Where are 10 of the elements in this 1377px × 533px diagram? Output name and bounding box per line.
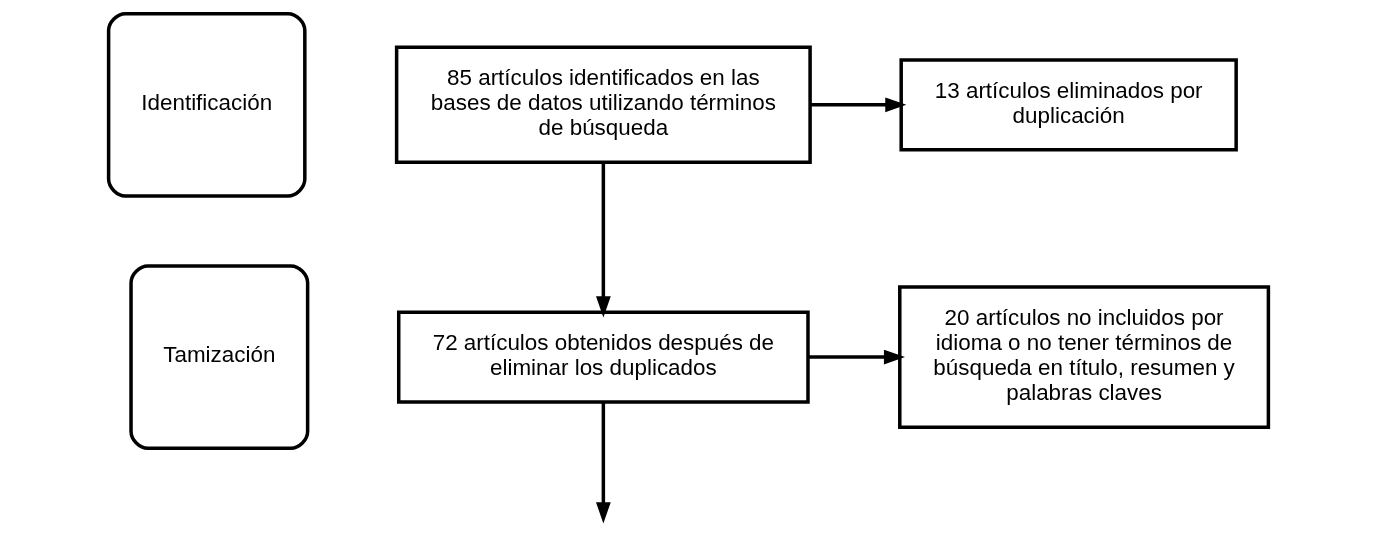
arrow: [810, 97, 907, 113]
arrow: [808, 349, 905, 365]
arrow: [596, 402, 611, 524]
node-box: 72 artículos obtenidos después de eliminar los duplicados: [397, 310, 810, 404]
node-box: 85 artículos identificados en las bases de datos utilizando términos de búsqueda: [394, 45, 812, 165]
node-box: Tamización: [129, 264, 310, 450]
node-box: 20 artículos no incluidos por idioma o no tener términos de búsqueda en título, resumen y palabras claves: [898, 285, 1271, 429]
node-box: Identificación: [106, 11, 307, 198]
arrow: [596, 162, 611, 318]
node-box: 13 artículos eliminados por duplicación: [899, 58, 1238, 152]
